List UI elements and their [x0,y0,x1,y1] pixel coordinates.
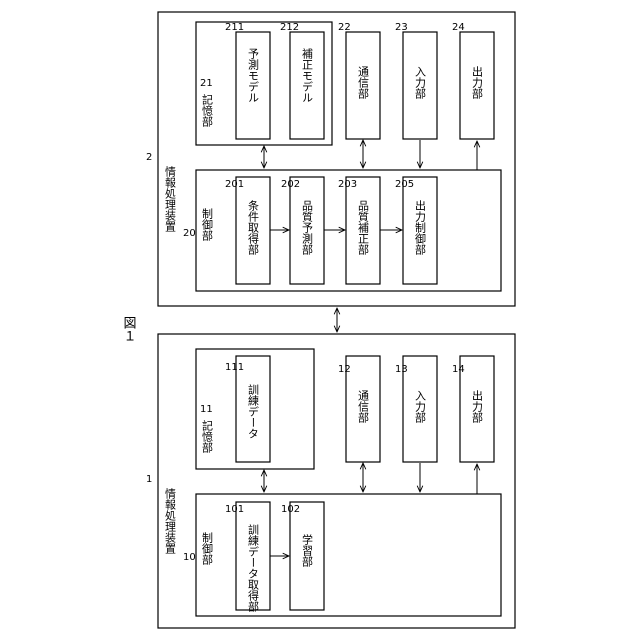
comm-12-name: 通信部 [357,390,370,423]
input-13-ref: 13 [395,364,408,375]
device-2-frame [158,12,515,306]
quality-pred-name: 品質予測部 [301,200,314,255]
condition-acq-ref: 201 [225,179,244,190]
storage-21-name: 記憶部 [201,93,214,127]
quality-pred-ref: 202 [281,179,300,190]
input-13-name: 入力部 [414,390,427,423]
prediction-model-ref: 211 [225,22,244,33]
output-24-name: 出力部 [471,65,484,99]
control-10-name: 制御部 [201,532,214,565]
quality-corr-name: 品質補正部 [357,200,370,255]
training-acq-ref: 101 [225,504,244,515]
storage-11-ref: 11 [200,404,213,415]
prediction-model-name: 予測モデル [247,48,260,103]
output-ctrl-ref: 205 [395,179,414,190]
comm-12-ref: 12 [338,364,351,375]
device-2-ref: 2 [146,152,152,163]
input-23-name: 入力部 [414,66,427,99]
output-14-ref: 14 [452,364,465,375]
comm-22-ref: 22 [338,22,351,33]
device-1-ref: 1 [146,474,152,485]
control-20-name: 制御部 [201,208,214,241]
output-24-ref: 24 [452,22,465,33]
control-10-ref: 10 [183,552,196,563]
learning-name: 学習部 [301,533,314,567]
control-20-ref: 20 [183,228,196,239]
device-1-name: 情報処理装置 [164,488,177,554]
figure-label: 図１ [121,316,136,342]
correction-model-ref: 212 [280,22,299,33]
training-acq-name: 訓練データ取得部 [247,523,260,612]
output-14-name: 出力部 [471,389,484,423]
comm-22-name: 通信部 [357,66,370,99]
storage-11-name: 記憶部 [201,419,214,453]
device-1-frame [158,334,515,628]
condition-acq-name: 条件取得部 [247,199,260,255]
learning-ref: 102 [281,504,300,515]
device-2-name: 情報処理装置 [164,166,177,232]
correction-model-name: 補正モデル [301,48,314,103]
input-23-ref: 23 [395,22,408,33]
storage-21-ref: 21 [200,78,213,89]
output-ctrl-name: 出力制御部 [414,199,427,255]
device-2: 2 情報処理装置 21 記憶部 211 予測モデル 212 補正モデル 22 通… [146,12,515,306]
training-data-name: 訓練データ [247,383,260,439]
device-1: 1 情報処理装置 11 記憶部 111 訓練データ 12 通信部 13 入力部 … [146,334,515,628]
quality-corr-ref: 203 [338,179,357,190]
training-data-ref: 111 [225,362,244,373]
